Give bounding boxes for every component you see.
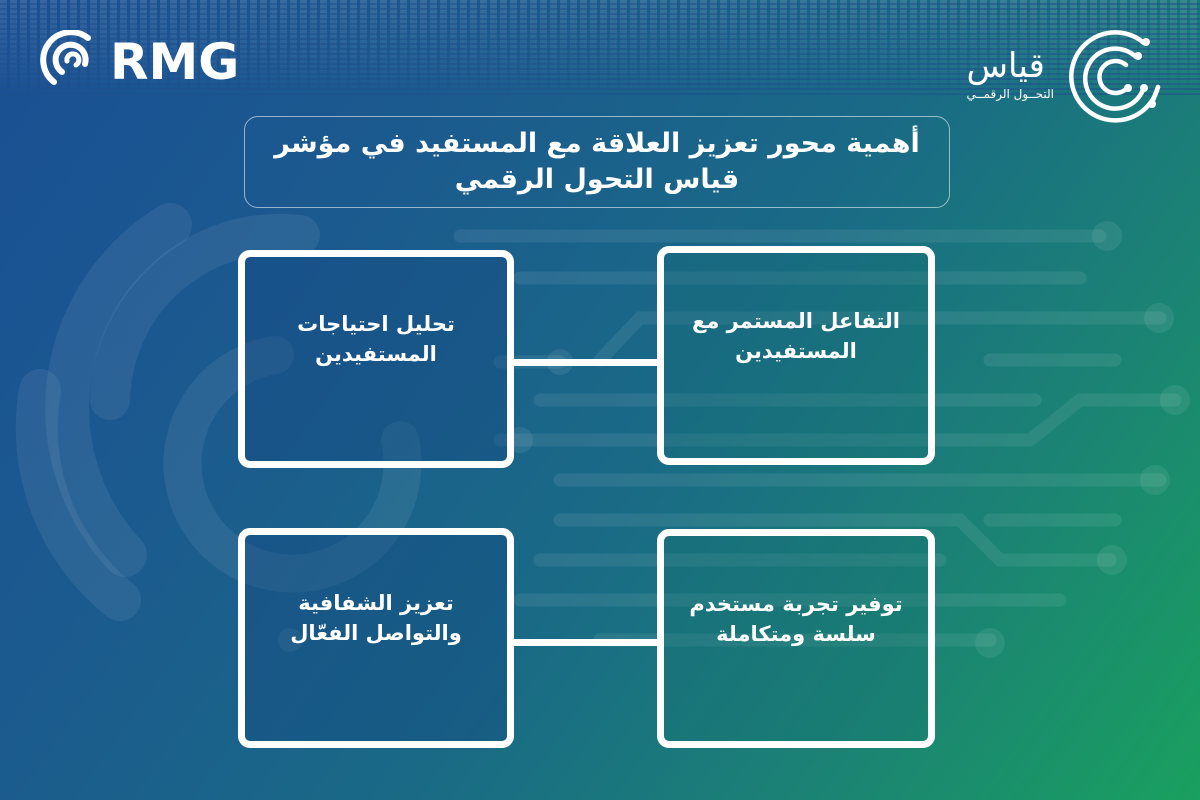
connector-line-top <box>510 359 662 366</box>
rmg-logo: RMG <box>40 30 240 91</box>
card-continuous-interaction: التفاعل المستمر مع المستفيدين <box>657 246 935 465</box>
qiyas-name: قياس <box>966 46 1045 86</box>
card-text: تحليل احتياجات المستفيدين <box>297 312 455 366</box>
connector-line-bottom <box>510 639 662 646</box>
rmg-swirl-icon <box>40 30 91 85</box>
card-needs-analysis: تحليل احتياجات المستفيدين <box>238 250 514 468</box>
page-title: أهمية محور تعزيز العلاقة مع المستفيد في … <box>244 116 950 208</box>
card-seamless-experience: توفير تجربة مستخدم سلسة ومتكاملة <box>657 529 935 748</box>
qiyas-logo-text: قياس التحــول الرقمــي <box>967 49 1054 101</box>
qiyas-logo: قياس التحــول الرقمــي <box>967 30 1166 123</box>
qiyas-subtitle: التحــول الرقمــي <box>966 87 1054 101</box>
rmg-logo-text: RMG <box>110 33 240 91</box>
card-text: تعزيز الشفافية والتواصل الفعّال <box>290 591 462 645</box>
card-text: التفاعل المستمر مع المستفيدين <box>692 308 900 363</box>
qiyas-circuit-rings-icon <box>1069 30 1161 123</box>
card-text: توفير تجربة مستخدم سلسة ومتكاملة <box>689 591 903 646</box>
card-transparency-communication: تعزيز الشفافية والتواصل الفعّال <box>238 528 514 748</box>
